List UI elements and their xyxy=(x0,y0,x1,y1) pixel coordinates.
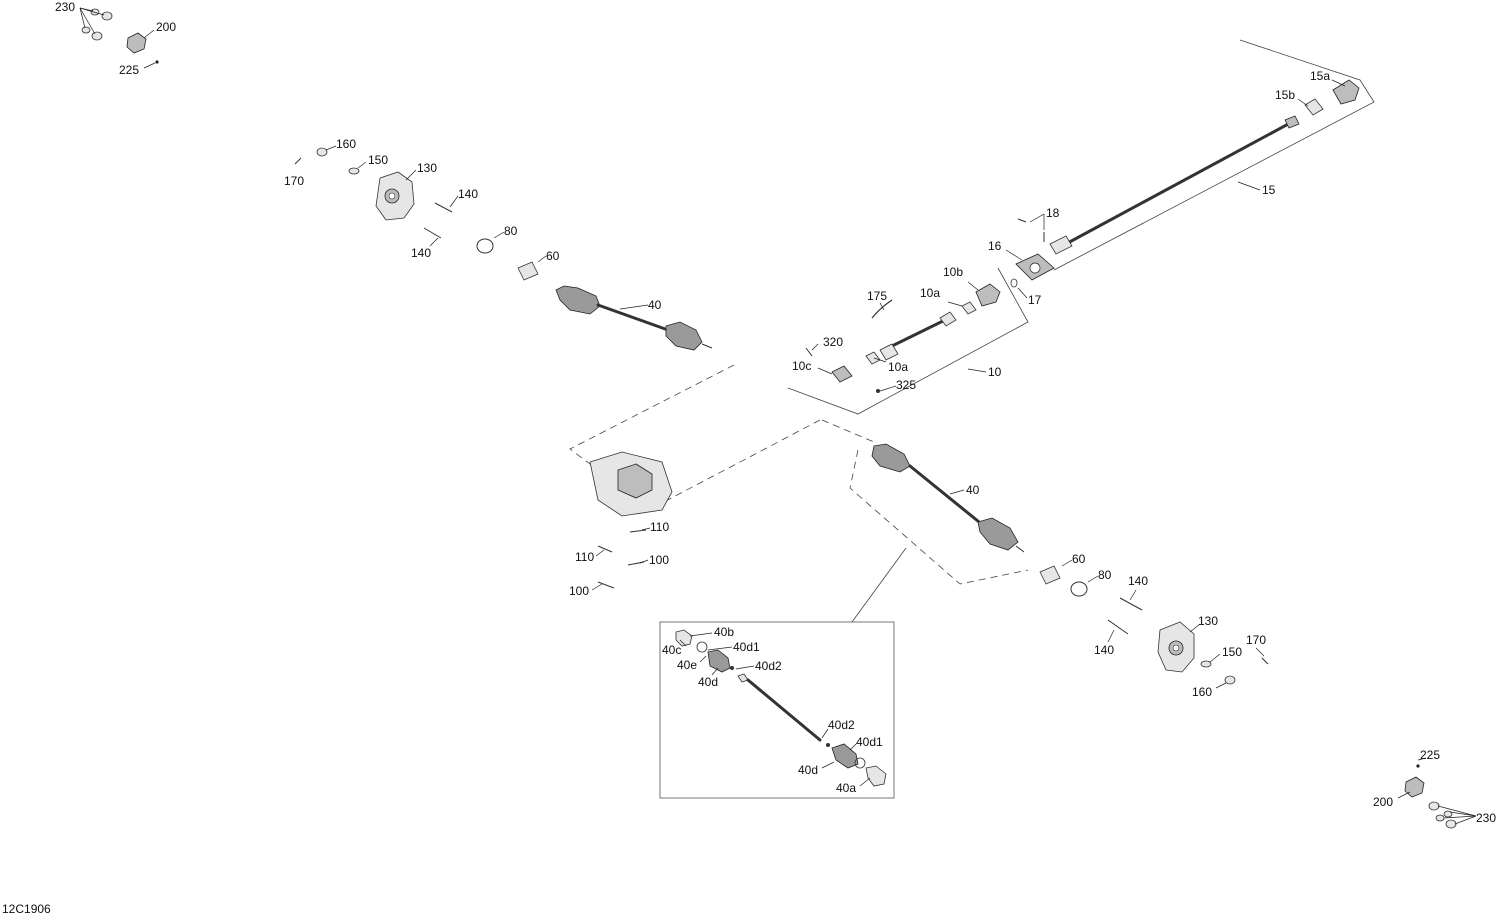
callout-40d1-upper: 40d1 xyxy=(733,640,760,654)
callout-200-top-left: 200 xyxy=(156,20,176,34)
callout-225-bottom-right: 225 xyxy=(1420,748,1440,762)
callout-18: 18 xyxy=(1046,206,1060,220)
callout-40-left: 40 xyxy=(648,298,662,312)
callout-150-left: 150 xyxy=(368,153,388,167)
left-hub-group xyxy=(294,145,547,281)
prop-shaft-15 xyxy=(1005,39,1375,299)
callout-130-right: 130 xyxy=(1198,614,1218,628)
callout-140-right-1: 140 xyxy=(1128,574,1148,588)
callout-10a-lower: 10a xyxy=(888,360,908,374)
callout-100-b: 100 xyxy=(569,584,589,598)
callout-150-right: 150 xyxy=(1222,645,1242,659)
callout-40d2-upper: 40d2 xyxy=(755,659,782,673)
detail-inset-drive-shaft xyxy=(659,547,907,799)
callout-230-top-left: 230 xyxy=(55,0,75,14)
callout-40d-upper: 40d xyxy=(698,675,718,689)
callout-110-b: 110 xyxy=(575,550,594,564)
callout-80-left: 80 xyxy=(504,224,518,238)
diagram-id: 12C1906 xyxy=(2,902,51,916)
callout-10b: 10b xyxy=(943,265,963,279)
hardware-group-top-left xyxy=(79,7,159,69)
callout-230-bottom-right: 230 xyxy=(1476,811,1496,825)
callout-40d2-lower: 40d2 xyxy=(828,718,855,732)
callout-40c: 40c xyxy=(662,643,681,657)
callout-40d1-lower: 40d1 xyxy=(856,735,883,749)
callout-200-bottom-right: 200 xyxy=(1373,795,1393,809)
callout-160-right: 160 xyxy=(1192,685,1212,699)
differential-group xyxy=(569,364,875,591)
callout-80-right: 80 xyxy=(1098,568,1112,582)
hardware-group-bottom-right xyxy=(1397,757,1477,829)
callout-110-a: 110 xyxy=(650,520,669,534)
callout-140-left-1: 140 xyxy=(458,187,478,201)
callout-10a-upper: 10a xyxy=(920,286,940,300)
callout-40b: 40b xyxy=(714,625,734,639)
prop-shaft-10 xyxy=(787,267,1029,415)
callout-15a: 15a xyxy=(1310,69,1330,83)
callout-170-right: 170 xyxy=(1246,633,1266,647)
callout-16: 16 xyxy=(988,239,1002,253)
callout-60-right: 60 xyxy=(1072,552,1086,566)
callout-15: 15 xyxy=(1262,183,1276,197)
callout-15b: 15b xyxy=(1275,88,1295,102)
callout-10: 10 xyxy=(988,365,1002,379)
callout-17: 17 xyxy=(1028,293,1042,307)
right-drive-shaft xyxy=(849,443,1029,585)
callout-225-top-left: 225 xyxy=(119,63,139,77)
callout-40-right: 40 xyxy=(966,483,980,497)
right-hub-group xyxy=(1039,559,1269,689)
callout-140-left-2: 140 xyxy=(411,246,431,260)
callout-40e: 40e xyxy=(677,658,697,672)
callout-140-right-2: 140 xyxy=(1094,643,1114,657)
callout-160-left: 160 xyxy=(336,137,356,151)
left-drive-shaft xyxy=(555,285,713,351)
callout-170-left: 170 xyxy=(284,174,304,188)
callout-100-a: 100 xyxy=(649,553,669,567)
callout-320: 320 xyxy=(823,335,843,349)
callout-175: 175 xyxy=(867,289,887,303)
callout-325: 325 xyxy=(896,378,916,392)
callout-40d-lower: 40d xyxy=(798,763,818,777)
callout-40a: 40a xyxy=(836,781,856,795)
callout-130-left: 130 xyxy=(417,161,437,175)
callout-10c: 10c xyxy=(792,359,811,373)
callout-60-left: 60 xyxy=(546,249,560,263)
